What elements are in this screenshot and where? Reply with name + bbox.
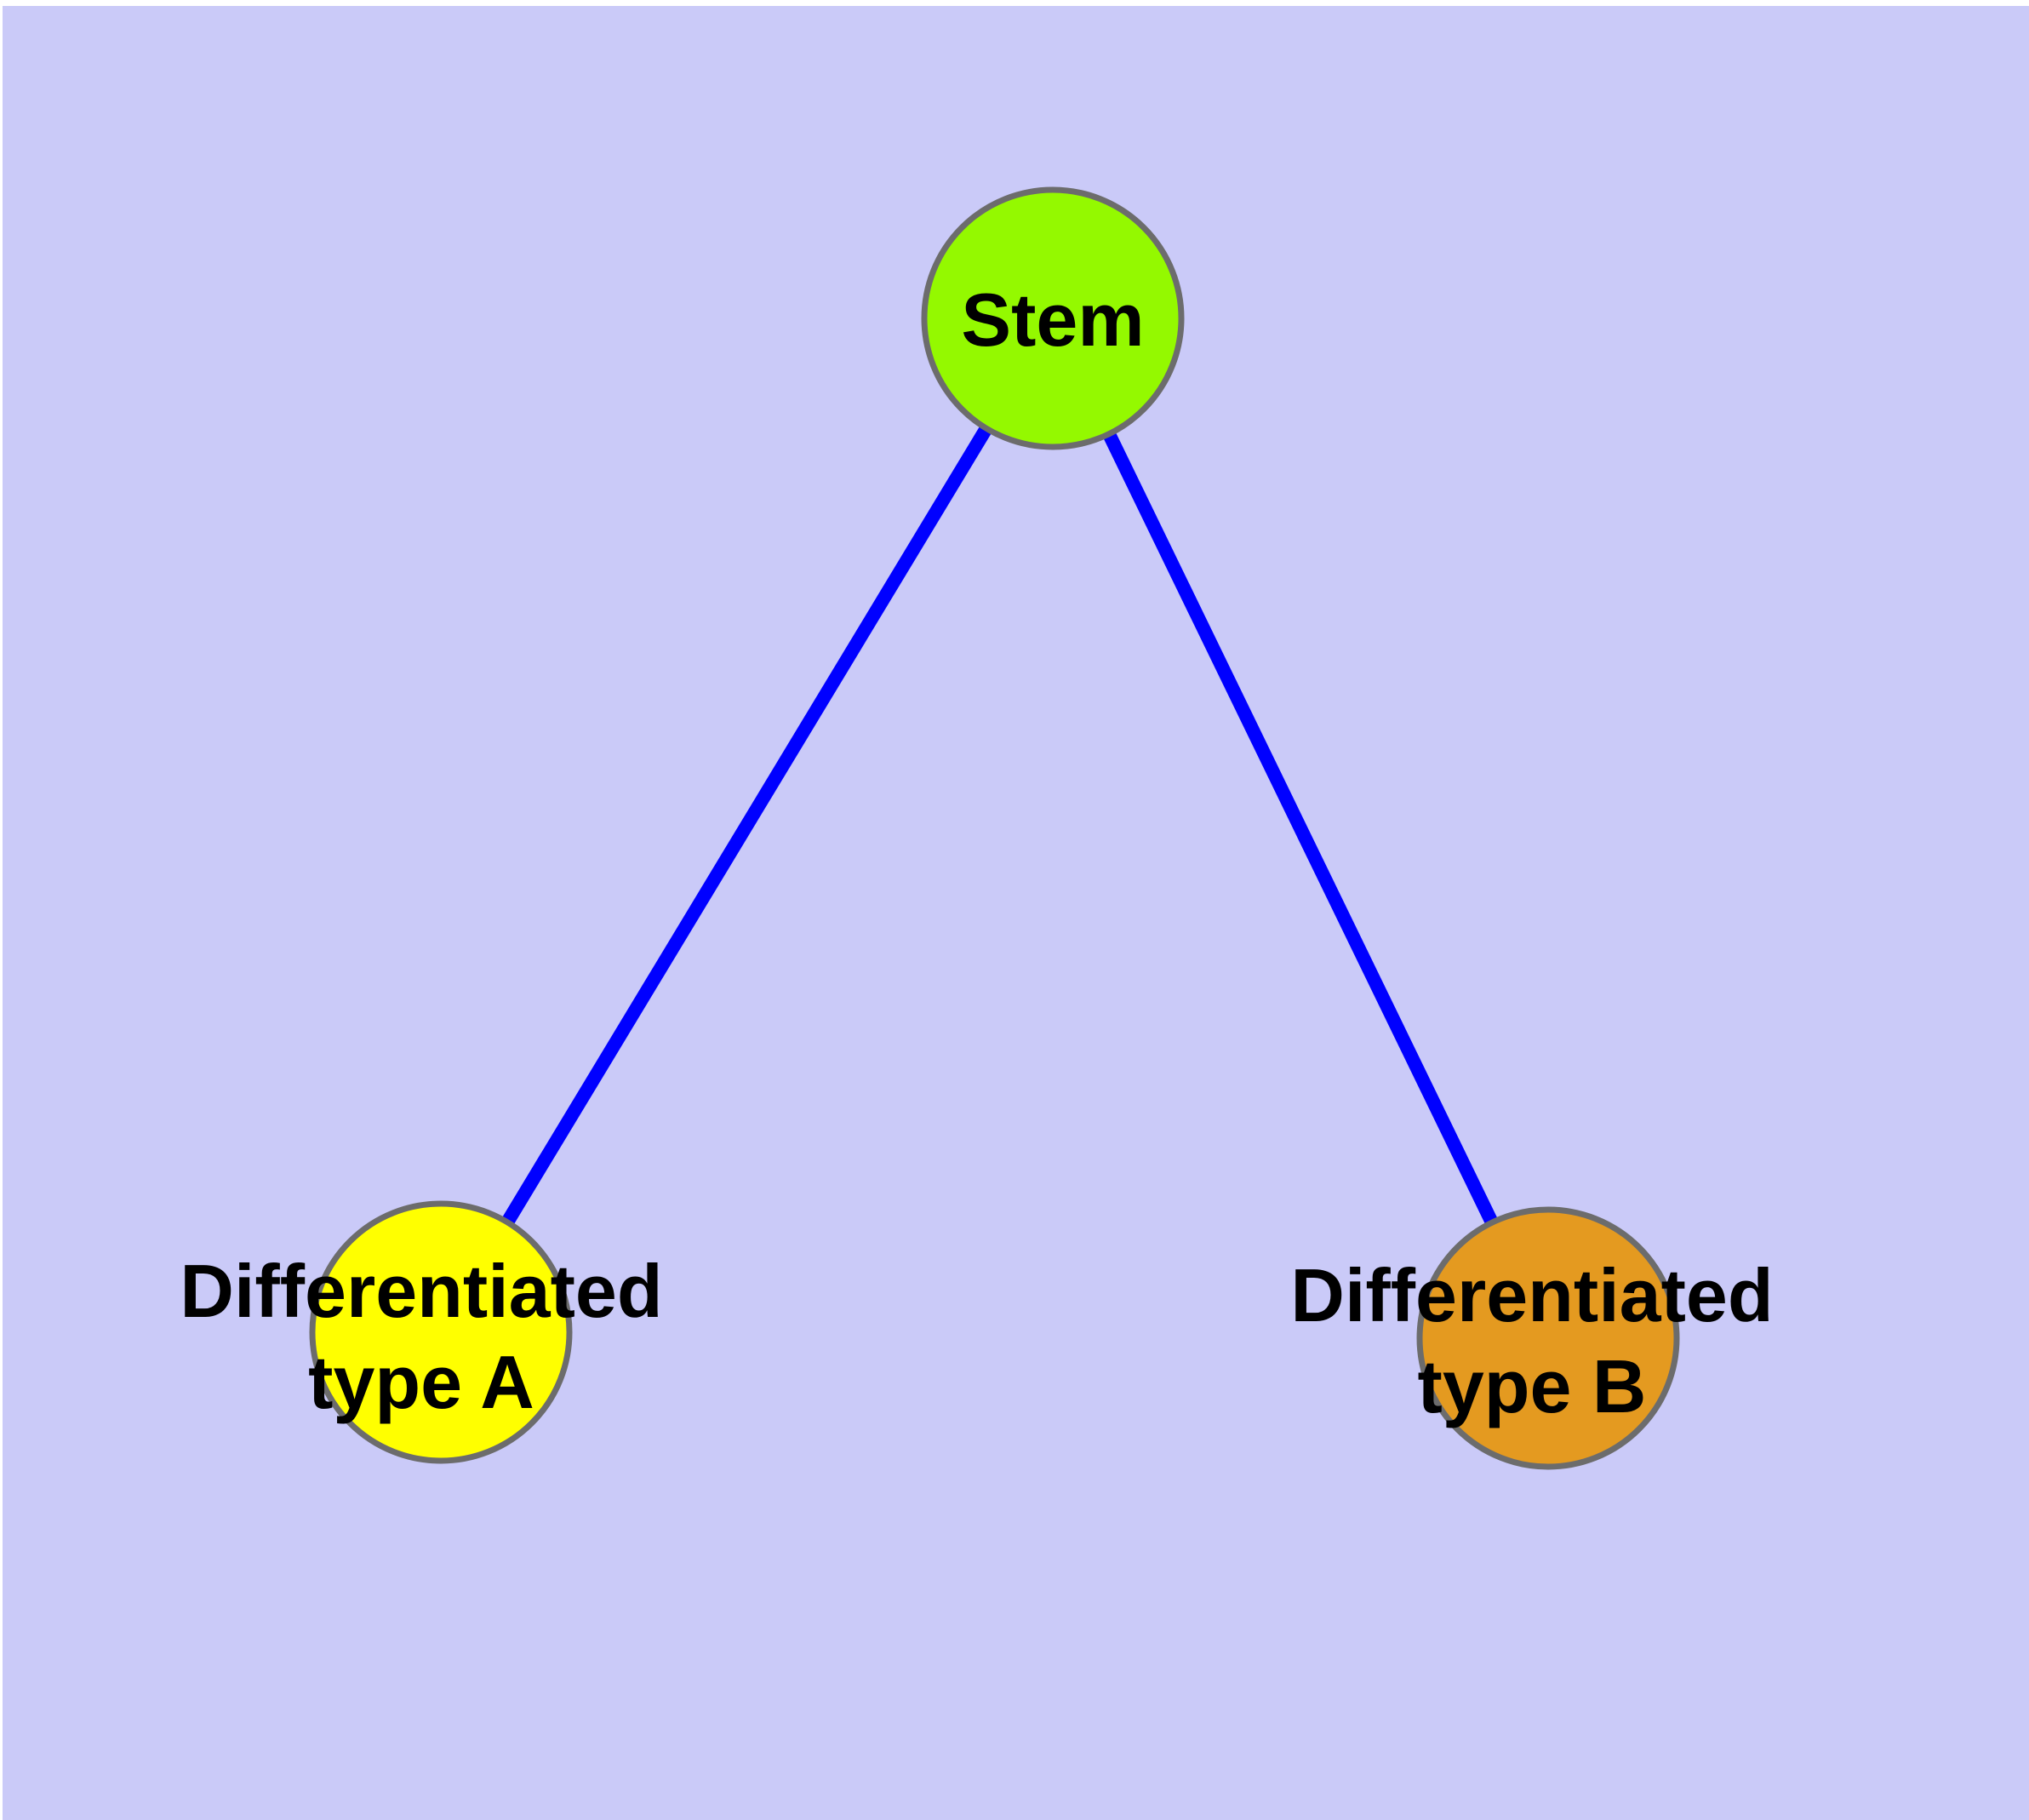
stem-node-label: Stem <box>961 278 1144 362</box>
stem-node <box>921 186 1185 450</box>
differentiated-type-a-node <box>309 1200 573 1464</box>
edge-stem-to-type-b <box>1046 315 1555 1342</box>
differentiated-type-b-node <box>1416 1206 1680 1470</box>
edge-stem-to-type-a <box>435 314 1059 1336</box>
type-a-label-line2: type A <box>308 1340 534 1424</box>
type-a-label-line1: Differentiated <box>180 1249 662 1333</box>
type-b-label-line2: type B <box>1418 1344 1647 1428</box>
type-b-label-line1: Differentiated <box>1290 1253 1773 1337</box>
